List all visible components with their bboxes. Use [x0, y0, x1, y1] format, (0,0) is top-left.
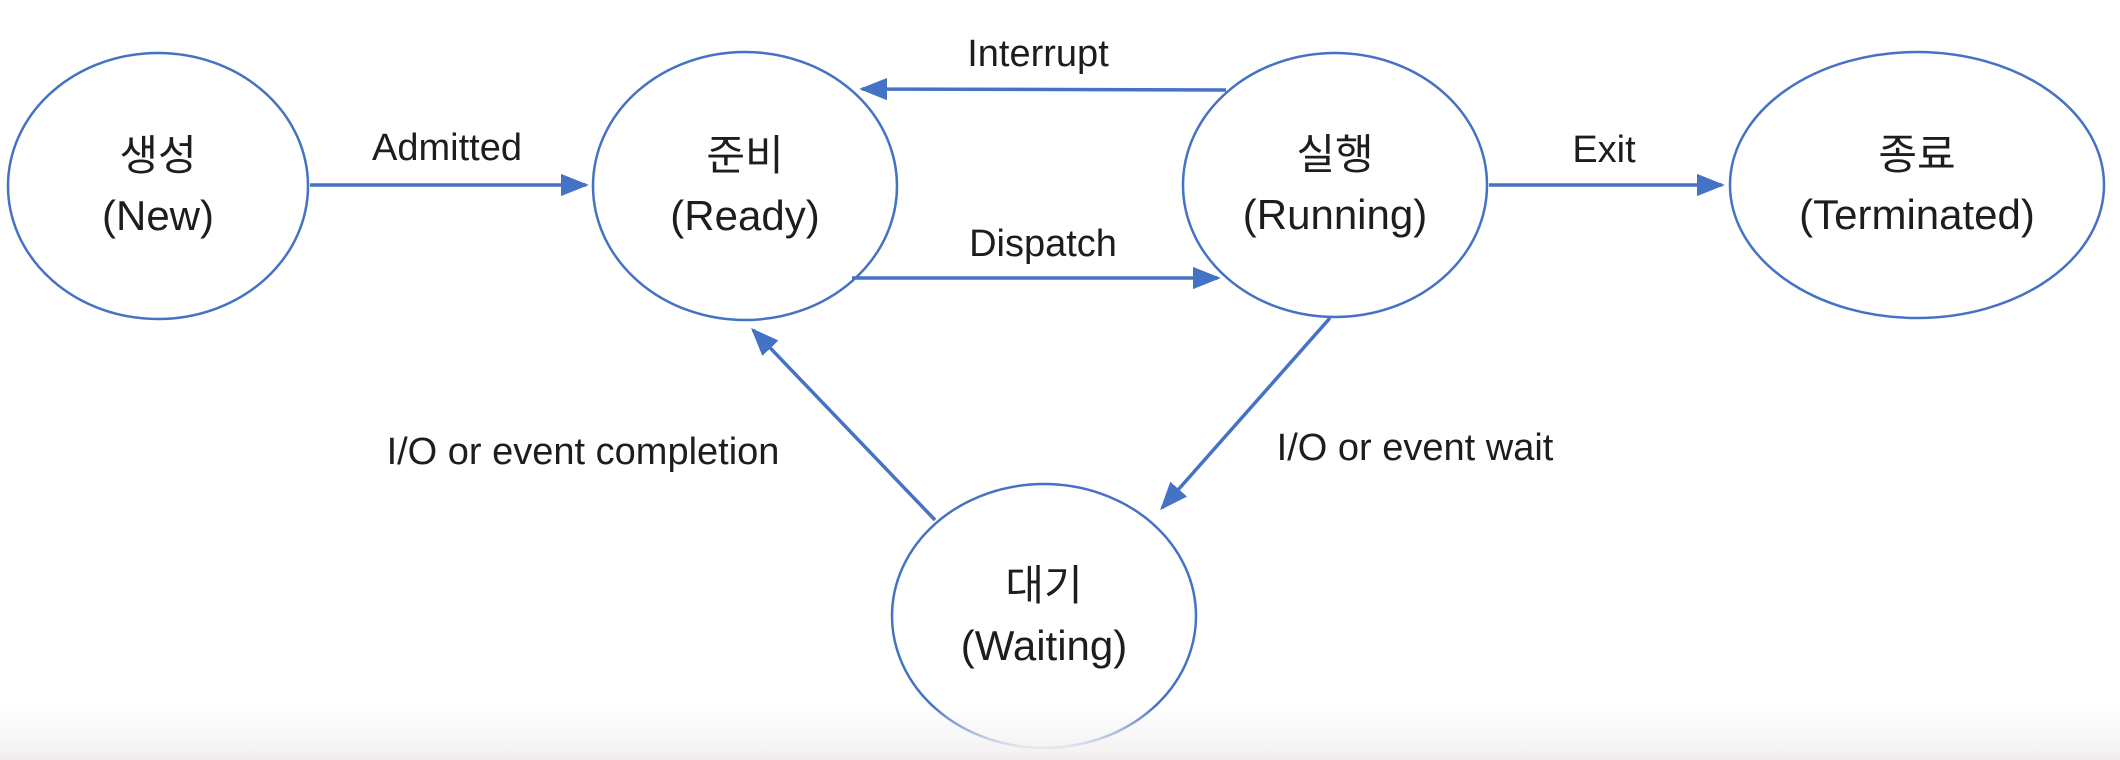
state-ready-label: 준비 (Ready): [670, 126, 819, 246]
state-running-label: 실행 (Running): [1243, 125, 1427, 245]
state-ready-english: (Ready): [670, 192, 820, 239]
state-waiting-label: 대기 (Waiting): [961, 556, 1127, 676]
state-ready-ellipse: [591, 50, 899, 322]
transition-interrupt-label: Interrupt: [967, 33, 1109, 75]
transition-admitted-label: Admitted: [372, 127, 522, 169]
transition-io-wait-label: I/O or event wait: [1276, 427, 1554, 469]
state-terminated-english: (Terminated): [1799, 191, 2035, 238]
state-terminated-korean: 종료: [1878, 131, 1956, 178]
state-running-ellipse: [1181, 51, 1489, 319]
state-new-ellipse: [6, 51, 310, 321]
state-running-english: (Running): [1242, 191, 1428, 238]
transition-exit-label: Exit: [1572, 129, 1636, 171]
state-new-english: (New): [102, 192, 214, 239]
state-running-korean: 실행: [1296, 131, 1374, 178]
state-waiting-english: (Waiting): [960, 622, 1128, 669]
arrow-io-wait: [1160, 316, 1332, 511]
arrow-interrupt: [859, 77, 1227, 101]
state-new-label: 생성 (New): [102, 126, 214, 246]
state-waiting-korean: 대기: [1005, 562, 1083, 609]
transition-dispatch-label: Dispatch: [969, 223, 1117, 265]
state-new-korean: 생성: [119, 132, 197, 179]
state-terminated-ellipse: [1728, 50, 2106, 320]
transition-io-completion-label: I/O or event completion: [386, 431, 780, 473]
state-ready-korean: 준비: [706, 132, 784, 179]
state-terminated-label: 종료 (Terminated): [1799, 125, 2035, 245]
arrow-io-completion: [751, 327, 937, 522]
